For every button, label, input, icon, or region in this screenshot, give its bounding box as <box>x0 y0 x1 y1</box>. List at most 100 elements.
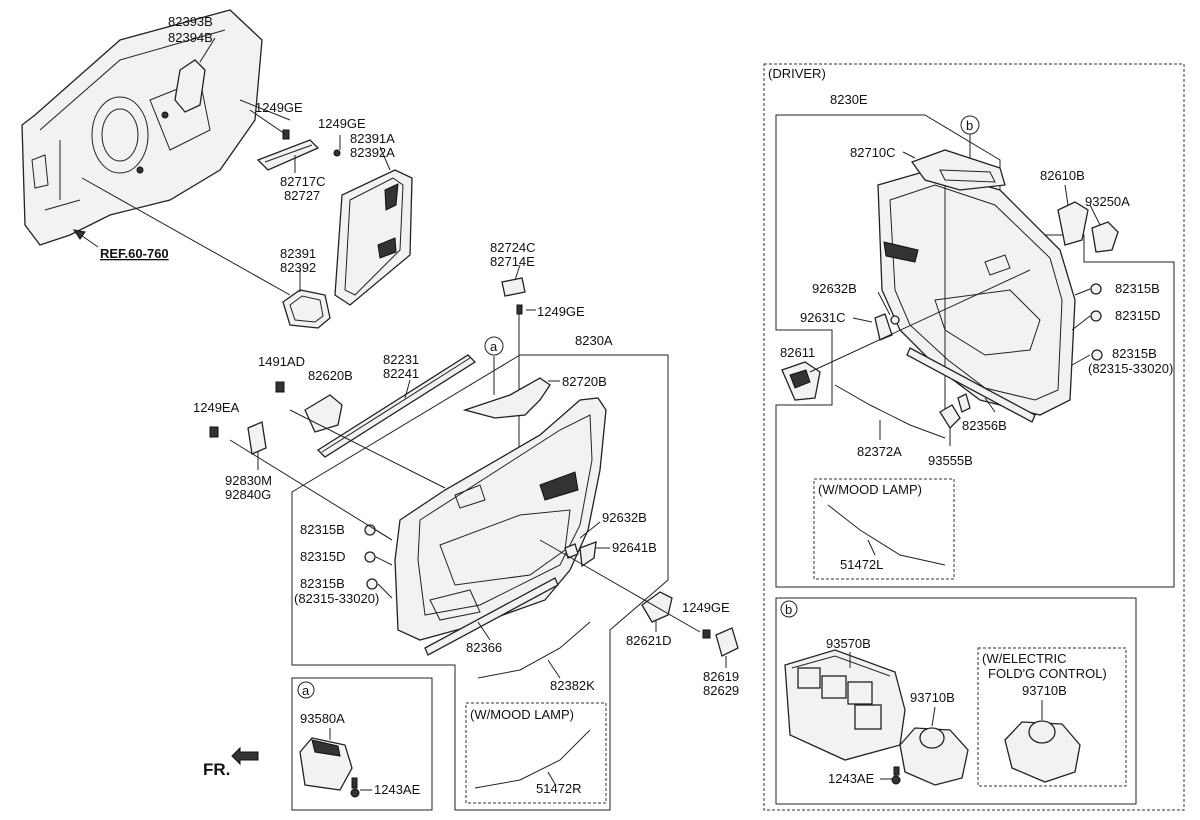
label-82610b: 82610B <box>1040 168 1085 183</box>
label-82391: 82391 <box>280 246 316 261</box>
driver-section-outline <box>775 114 1175 588</box>
clip-82724c <box>501 264 526 297</box>
callout-b-detail-ring <box>780 600 798 618</box>
bracket-92830m <box>209 421 267 470</box>
label-82315b-4: 82315B <box>1112 346 1157 361</box>
label-82714e: 82714E <box>490 254 535 269</box>
mood-lamp-box-2 <box>813 478 955 580</box>
screw-1249ge-top <box>282 129 341 157</box>
cover-82619 <box>702 627 739 668</box>
label-93710b-1: 93710B <box>910 690 955 705</box>
label-93710b-2: 93710B <box>1022 683 1067 698</box>
label-92632b-1: 92632B <box>602 510 647 525</box>
label-82231: 82231 <box>383 352 419 367</box>
mood-lamp-box-1 <box>465 702 607 804</box>
label-82372a: 82372A <box>857 444 902 459</box>
label-92641b: 92641B <box>612 540 657 555</box>
label-82315d-2: 82315D <box>1115 308 1161 323</box>
label-1491ad: 1491AD <box>258 354 305 369</box>
label-82241: 82241 <box>383 366 419 381</box>
lamp-93555b <box>939 393 971 446</box>
strip-82372a <box>834 384 946 440</box>
driver-box <box>763 63 1185 811</box>
label-1243ae-1: 1243AE <box>374 782 421 797</box>
label-electric-1: (W/ELECTRIC <box>982 651 1067 666</box>
label-82356b: 82356B <box>962 418 1007 433</box>
switches-82610b <box>1057 184 1119 253</box>
label-92631c: 92631C <box>800 310 846 325</box>
label-82727: 82727 <box>284 188 320 203</box>
label-82392a: 82392A <box>350 145 395 160</box>
label-82315d-1: 82315D <box>300 549 346 564</box>
label-82394b: 82394B <box>168 30 213 45</box>
label-82315-33020-2: (82315-33020) <box>1088 361 1173 376</box>
callout-a-text: a <box>490 339 498 354</box>
label-82717c: 82717C <box>280 174 326 189</box>
callout-b-ring: b <box>960 115 980 160</box>
label-82391a: 82391A <box>350 131 395 146</box>
label-82392: 82392 <box>280 260 316 275</box>
label-mood-lamp-1: (W/MOOD LAMP) <box>470 707 574 722</box>
label-51472l: 51472L <box>840 557 883 572</box>
callout-a-detail: a <box>302 683 310 698</box>
bezel-82720b <box>462 377 560 419</box>
label-82619: 82619 <box>703 669 739 684</box>
label-ref: REF.60-760 <box>100 246 169 261</box>
door-trim-8230a <box>394 397 607 641</box>
ref-arrow <box>72 229 99 248</box>
driver-door-trim-8230e <box>877 169 1076 416</box>
clip-92632b-driver <box>852 291 900 341</box>
label-8230e: 8230E <box>830 92 868 107</box>
label-82724c: 82724C <box>490 240 536 255</box>
strip-82356b <box>906 347 1036 423</box>
label-93570b: 93570B <box>826 636 871 651</box>
leaders-center <box>229 354 701 811</box>
label-92840g: 92840G <box>225 487 271 502</box>
bezel-82710c <box>902 149 1006 410</box>
label-93250a: 93250A <box>1085 194 1130 209</box>
label-92830m: 92830M <box>225 473 272 488</box>
strip-82382k <box>477 621 591 679</box>
label-82315b-2: 82315B <box>300 576 345 591</box>
label-93555b: 93555B <box>928 453 973 468</box>
label-51472r: 51472R <box>536 781 582 796</box>
fr-arrow <box>231 746 259 766</box>
label-fr: FR. <box>203 760 230 779</box>
label-1249ge-b: 1249GE <box>318 116 366 131</box>
mirror-switch-93710b-1 <box>880 706 969 786</box>
label-82315-33020-1: (82315-33020) <box>294 591 379 606</box>
label-82366: 82366 <box>466 640 502 655</box>
electric-fold-box <box>977 647 1127 787</box>
label-82393b: 82393B <box>168 14 213 29</box>
handle-82611 <box>781 269 1031 401</box>
label-82710c: 82710C <box>850 145 896 160</box>
seal-82391a <box>334 169 413 306</box>
label-1243ae-2: 1243AE <box>828 771 875 786</box>
label-82621d: 82621D <box>626 633 672 648</box>
label-93580a: 93580A <box>300 711 345 726</box>
strip-82366 <box>424 577 559 656</box>
clips-82315-right <box>1071 283 1103 366</box>
label-1249ge-d: 1249GE <box>682 600 730 615</box>
label-1249ea: 1249EA <box>193 400 240 415</box>
label-92632b-2: 92632B <box>812 281 857 296</box>
clips-82315-left <box>364 524 393 599</box>
label-electric-2: FOLD'G CONTROL) <box>988 666 1107 681</box>
detail-box-a: a <box>291 677 433 811</box>
label-1249ge-a: 1249GE <box>255 100 303 115</box>
label-82315b-1: 82315B <box>300 522 345 537</box>
bracket-82393b <box>174 59 206 113</box>
label-1249ge-c: 1249GE <box>537 304 585 319</box>
label-82382k: 82382K <box>550 678 595 693</box>
mirror-switch-93710b-2 <box>1004 700 1081 783</box>
label-mood-lamp-2: (W/MOOD LAMP) <box>818 482 922 497</box>
door-frame-ref <box>21 9 263 246</box>
label-82620b: 82620B <box>308 368 353 383</box>
switch-pack-93570b <box>784 649 906 761</box>
weatherstrip-82231 <box>316 354 477 458</box>
label-driver: (DRIVER) <box>768 66 826 81</box>
label-82720b: 82720B <box>562 374 607 389</box>
callout-a-ring: a <box>484 336 504 395</box>
label-82315b-3: 82315B <box>1115 281 1160 296</box>
